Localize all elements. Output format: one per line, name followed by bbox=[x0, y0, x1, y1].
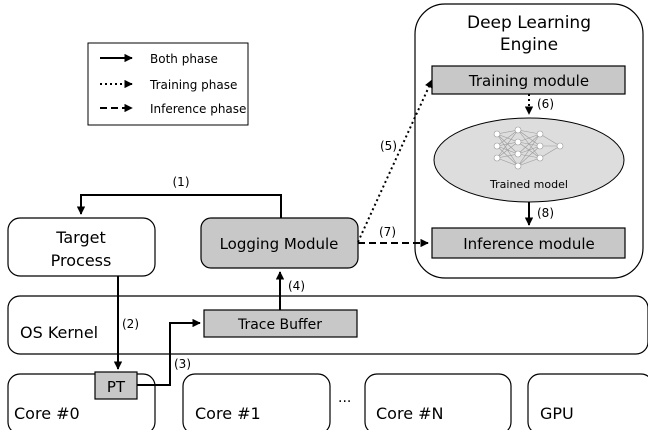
legend-label-inference: Inference phase bbox=[150, 102, 246, 116]
core-0-label: Core #0 bbox=[14, 404, 80, 423]
core-n-label: Core #N bbox=[376, 404, 444, 423]
pt-label: PT bbox=[107, 378, 126, 396]
logging-module-label: Logging Module bbox=[220, 235, 339, 253]
inference-module-label: Inference module bbox=[463, 235, 594, 253]
target-process-label-line1: Target bbox=[55, 228, 106, 247]
trained-model-label: Trained model bbox=[489, 178, 568, 191]
arrow-3-pt-to-trace-buffer bbox=[137, 318, 201, 386]
arrow-3-label: (3) bbox=[174, 357, 191, 371]
cores-ellipsis: ... bbox=[338, 390, 351, 406]
core-n-box bbox=[364, 373, 512, 430]
legend-label-both: Both phase bbox=[150, 52, 218, 66]
core-1-box bbox=[182, 373, 331, 430]
arrow-7-label: (7) bbox=[379, 225, 396, 239]
engine-title-line2: Engine bbox=[500, 35, 558, 55]
arrow-4-label: (4) bbox=[288, 279, 305, 293]
inference-module-box bbox=[431, 227, 626, 259]
trace-buffer-label: Trace Buffer bbox=[237, 317, 322, 333]
neural-network-icon bbox=[493, 126, 564, 170]
legend: Both phase Training phase Inference phas… bbox=[87, 42, 249, 126]
arrow-6-label: (6) bbox=[537, 97, 554, 111]
os-kernel-label: OS Kernel bbox=[20, 323, 98, 342]
trace-buffer-box bbox=[203, 309, 358, 338]
legend-label-training: Training phase bbox=[149, 78, 237, 92]
core-1-label: Core #1 bbox=[195, 404, 261, 423]
arrow-8-label: (8) bbox=[537, 206, 554, 220]
engine-title-line1: Deep Learning bbox=[467, 13, 591, 33]
gpu-box bbox=[527, 373, 648, 430]
target-process-label-line2: Process bbox=[51, 251, 112, 270]
arrow-1-logging-to-target bbox=[76, 194, 282, 218]
gpu-label: GPU bbox=[540, 404, 574, 423]
arrow-1-label: (1) bbox=[173, 175, 190, 189]
training-module-label: Training module bbox=[468, 72, 589, 90]
arrow-5-label: (5) bbox=[380, 139, 397, 153]
target-process-box bbox=[7, 217, 156, 277]
pt-box bbox=[94, 371, 138, 400]
legend-box bbox=[87, 42, 249, 126]
arrow-2-label: (2) bbox=[122, 317, 139, 331]
deep-learning-engine: Deep Learning Engine Training module Tra… bbox=[414, 3, 644, 279]
